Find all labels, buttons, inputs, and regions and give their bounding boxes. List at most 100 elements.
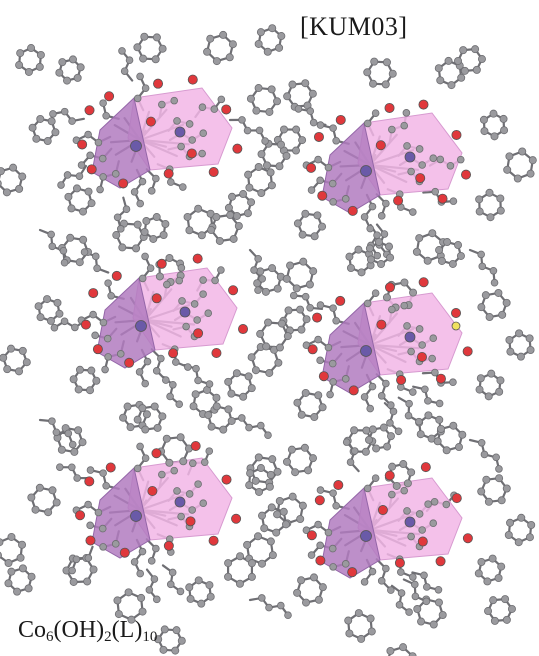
carbon-atom xyxy=(292,125,301,134)
carbon-atom xyxy=(371,474,380,482)
carbon-atom xyxy=(7,567,16,576)
carbon-atom xyxy=(235,579,244,588)
oxygen-atom xyxy=(415,173,426,184)
carbon-atom xyxy=(435,415,444,424)
carbon-atom xyxy=(332,501,340,510)
carbon-atom xyxy=(429,519,438,528)
carbon-atom xyxy=(217,95,226,104)
cobalt-atom xyxy=(404,516,416,528)
carbon-atom xyxy=(211,276,219,285)
carbon-atom xyxy=(436,155,445,164)
carbon-atom xyxy=(53,298,62,307)
oxygen-atom xyxy=(163,540,174,551)
carbon-atom xyxy=(16,49,25,58)
carbon-atom xyxy=(354,245,363,254)
carbon-atom xyxy=(309,267,318,276)
carbon-atom xyxy=(363,299,372,308)
carbon-atom xyxy=(177,142,185,151)
carbon-atom xyxy=(50,323,59,332)
carbon-atom xyxy=(71,323,79,332)
carbon-atom xyxy=(448,259,457,268)
cobalt-atom xyxy=(130,510,142,522)
carbon-atom xyxy=(75,258,84,267)
oxygen-atom xyxy=(393,195,404,206)
oxygen-atom xyxy=(306,530,317,541)
carbon-atom xyxy=(482,475,491,484)
oxygen-atom xyxy=(147,486,158,497)
carbon-atom xyxy=(409,388,417,396)
carbon-atom xyxy=(507,604,516,613)
carbon-atom xyxy=(409,288,418,297)
carbon-atom xyxy=(294,105,303,113)
carbon-atom xyxy=(373,251,382,260)
carbon-atom xyxy=(188,136,196,144)
carbon-atom xyxy=(93,264,101,273)
carbon-atom xyxy=(66,233,75,242)
carbon-atom xyxy=(357,634,366,643)
oxygen-atom xyxy=(313,131,324,142)
carbon-atom xyxy=(73,474,81,482)
carbon-atom xyxy=(289,291,298,300)
carbon-atom xyxy=(186,594,195,603)
carbon-atom xyxy=(74,385,83,394)
carbon-atom xyxy=(386,419,394,427)
carbon-atom xyxy=(246,94,255,103)
carbon-atom xyxy=(305,280,314,289)
carbon-atom xyxy=(284,306,293,315)
carbon-atom xyxy=(167,178,175,186)
carbon-atom xyxy=(501,595,510,604)
oxygen-atom xyxy=(105,462,116,473)
oxygen-atom xyxy=(416,351,427,362)
carbon-atom xyxy=(13,587,22,596)
carbon-atom xyxy=(478,262,487,271)
carbon-atom xyxy=(389,407,398,416)
carbon-atom xyxy=(224,203,233,212)
carbon-atom xyxy=(434,585,443,594)
carbon-atom xyxy=(210,105,219,113)
carbon-atom xyxy=(107,291,115,300)
carbon-atom xyxy=(258,511,267,520)
carbon-atom xyxy=(527,520,536,529)
carbon-atom xyxy=(228,192,237,201)
carbon-atom xyxy=(199,499,208,508)
carbon-atom xyxy=(116,225,125,233)
oxygen-atom xyxy=(221,474,232,485)
oxygen-atom xyxy=(384,470,395,481)
carbon-atom xyxy=(188,459,197,468)
carbon-atom xyxy=(329,489,337,497)
carbon-atom xyxy=(63,171,72,179)
oxygen-atom xyxy=(124,357,135,368)
carbon-atom xyxy=(227,389,236,398)
oxygen-atom xyxy=(145,116,156,127)
carbon-atom xyxy=(423,583,431,591)
carbon-atom xyxy=(435,246,444,255)
carbon-atom xyxy=(176,433,185,442)
carbon-atom xyxy=(83,577,92,586)
carbon-atom xyxy=(177,512,185,521)
carbon-atom xyxy=(158,100,166,109)
carbon-atom xyxy=(111,170,120,178)
carbon-atom xyxy=(118,243,127,252)
carbon-atom xyxy=(485,313,494,322)
carbon-atom xyxy=(346,263,355,272)
carbon-atom xyxy=(253,532,262,541)
carbon-atom xyxy=(112,231,121,240)
carbon-atom xyxy=(526,169,535,178)
carbon-atom xyxy=(415,510,424,518)
carbon-atom xyxy=(102,481,110,490)
carbon-atom xyxy=(273,510,282,519)
carbon-atom xyxy=(205,581,214,590)
cobalt-atom xyxy=(179,306,191,318)
carbon-atom xyxy=(27,44,36,53)
carbon-atom xyxy=(137,593,146,602)
oxygen-atom xyxy=(451,493,462,504)
carbon-atom xyxy=(243,126,252,135)
carbon-atom xyxy=(502,615,511,624)
carbon-atom xyxy=(260,524,269,533)
carbon-atom xyxy=(371,289,380,297)
carbon-atom xyxy=(99,99,107,107)
carbon-atom xyxy=(171,646,180,655)
carbon-atom xyxy=(116,350,125,358)
carbon-atom xyxy=(365,244,374,253)
carbon-atom xyxy=(266,168,275,177)
